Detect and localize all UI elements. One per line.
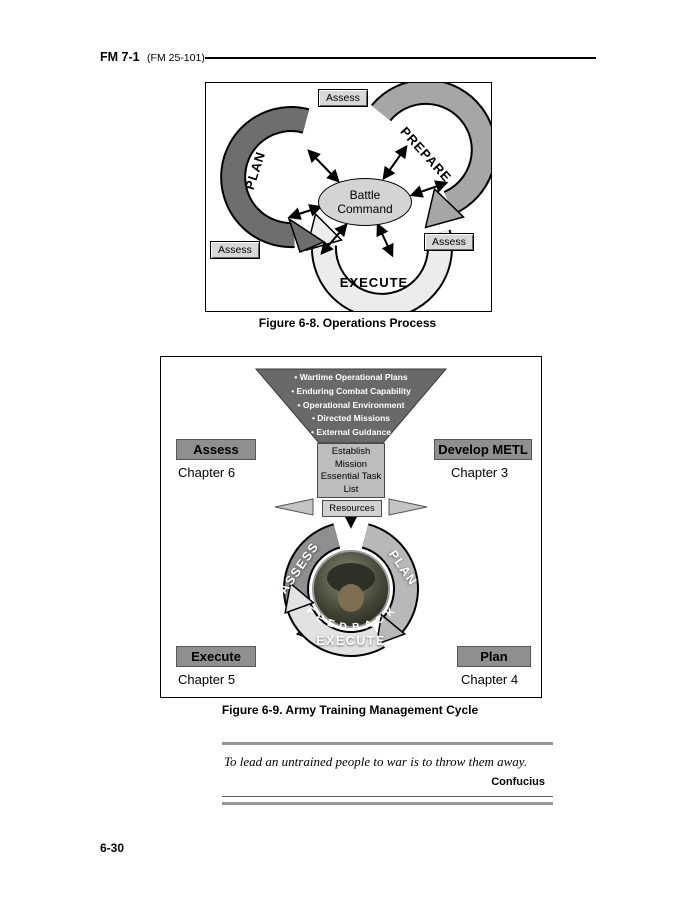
page-header: FM 7-1 (FM 25-101) (100, 48, 205, 66)
soldier-photo (312, 550, 390, 628)
execute-arrow-label: EXECUTE (339, 275, 409, 290)
quote-block: To lead an untrained people to war is to… (222, 742, 553, 805)
battle-command-ellipse: Battle Command (318, 178, 412, 226)
cycle-execute-arc (284, 581, 385, 657)
assess-badge-right: Assess (424, 233, 474, 251)
funnel-input-item: • Wartime Operational Plans (294, 372, 408, 382)
battle-command-double-arrows (287, 144, 449, 258)
training-cycle-diagram: F E E D B A C K (254, 368, 448, 657)
chapter-label-4: Chapter 4 (461, 672, 519, 687)
establish-metl-box: Establish Mission Essential Task List (317, 443, 385, 498)
quote-attribution: Confucius (491, 776, 545, 788)
prepare-arrow (370, 83, 491, 229)
figure-6-8-caption: Figure 6-8. Operations Process (258, 316, 437, 330)
assess-badge-top: Assess (318, 89, 368, 107)
face-shape (338, 584, 364, 612)
cycle-execute-label: EXECUTE (316, 634, 386, 648)
funnel-input-item: • Enduring Combat Capability (291, 385, 411, 396)
plan-arrow (220, 106, 326, 254)
quadrant-label-assess: Assess (176, 439, 256, 460)
figure-6-9-caption: Figure 6-9. Army Training Management Cyc… (221, 703, 479, 717)
funnel-input-item: • External Guidance (311, 427, 391, 438)
operations-process-diagram (220, 83, 491, 311)
figure-6-8-operations-process: Battle Command PLAN PREPARE EXECUTE Asse… (205, 82, 492, 312)
figure-6-9-training-management-cycle: F E E D B A C K • Wartime Operational Pl… (160, 356, 542, 698)
assess-badge-left: Assess (210, 241, 260, 259)
battle-command-label: Battle Command (337, 188, 393, 216)
execute-arrow (305, 212, 453, 311)
resource-flank-arrows (274, 498, 428, 516)
chapter-label-5: Chapter 5 (178, 672, 236, 687)
chapter-label-6: Chapter 6 (178, 465, 236, 480)
funnel-input-item: • Operational Environment (297, 399, 405, 410)
quote-bottom-rule-thick (222, 802, 553, 805)
page-number: 6-30 (100, 841, 125, 855)
manual-number: FM 7-1 (100, 50, 140, 64)
header-rule (205, 57, 596, 59)
quadrant-label-execute: Execute (176, 646, 256, 667)
quote-text: To lead an untrained people to war is to… (224, 754, 528, 769)
chapter-label-3: Chapter 3 (451, 465, 509, 480)
funnel-input-item: • Directed Missions (311, 413, 391, 424)
cycle-plan-arc (361, 523, 419, 646)
quadrant-label-plan: Plan (457, 646, 531, 667)
funnel-input-list: • Wartime Operational Plans • Enduring C… (256, 371, 446, 440)
helmet-shape (327, 563, 375, 593)
manual-parent-reference: (FM 25-101) (147, 52, 205, 64)
quadrant-label-develop-metl: Develop METL (434, 439, 532, 460)
quote-bottom-rule-thin (222, 796, 553, 797)
quote-top-rule (222, 742, 553, 745)
resources-box: Resources (322, 500, 382, 517)
